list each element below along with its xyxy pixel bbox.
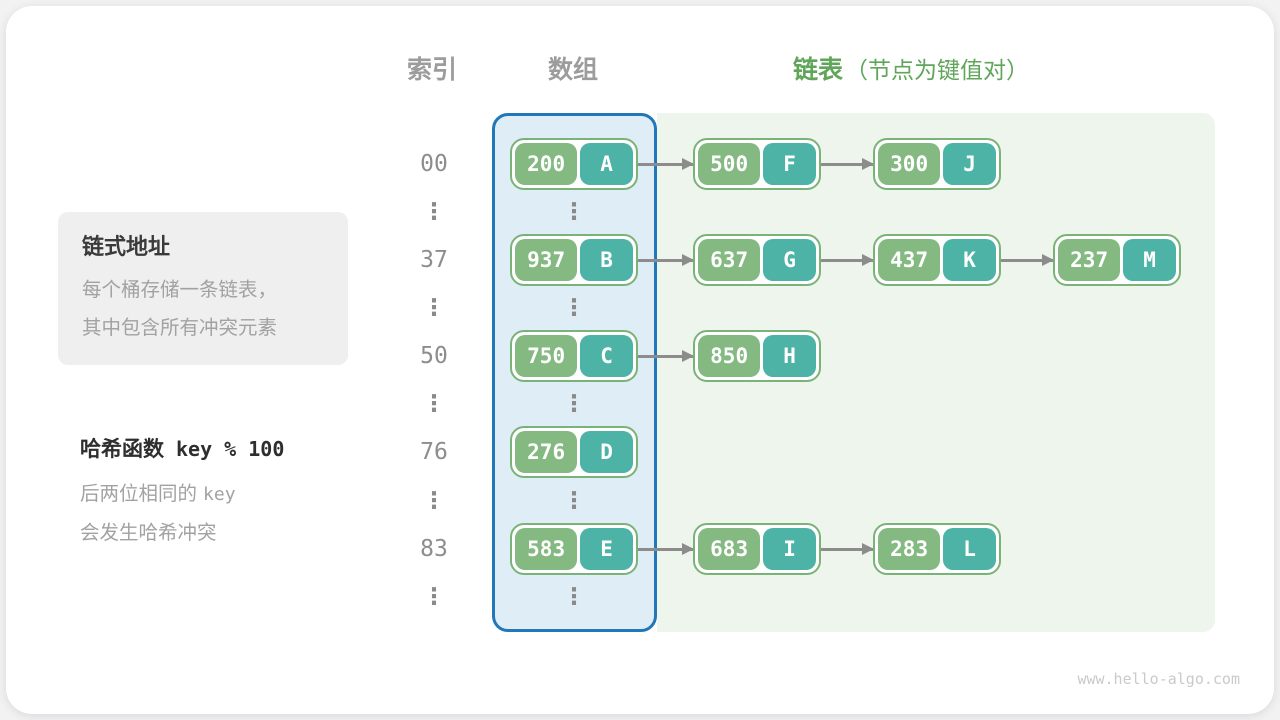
list-column-header: 链表（节点为键值对）	[793, 54, 1223, 86]
node-value: B	[580, 239, 633, 281]
hash-function-label: 哈希函数	[80, 437, 164, 461]
link-arrow-icon	[638, 354, 693, 358]
array-column-header: 数组	[547, 55, 598, 84]
bucket-index: 50	[420, 343, 448, 369]
list-node: 683 I	[693, 523, 821, 575]
link-arrow-icon	[638, 547, 693, 551]
node-value: M	[1123, 239, 1176, 281]
array-bucket-node: 583 E	[510, 523, 638, 575]
bucket-row: 76 276 D	[405, 426, 638, 478]
link-arrow-icon	[821, 547, 873, 551]
node-key: 200	[515, 143, 578, 185]
node-key: 583	[515, 528, 578, 570]
watermark: www.hello-algo.com	[1077, 670, 1240, 688]
hash-function-formula: key % 100	[176, 437, 285, 461]
link-arrow-icon	[1001, 258, 1053, 262]
node-key: 283	[878, 528, 941, 570]
link-arrow-icon	[638, 258, 693, 262]
vertical-ellipsis-icon: ⋮	[562, 391, 586, 417]
bucket-row: 37 937 B 637 G 437 K 237 M	[405, 234, 1181, 286]
hash-note-key-code: key	[203, 484, 236, 505]
info-box-line2: 其中包含所有冲突元素	[82, 316, 278, 339]
bucket-index: 37	[420, 247, 448, 273]
node-value: E	[580, 528, 633, 570]
array-bucket-node: 276 D	[510, 426, 638, 478]
index-column-header: 索引	[406, 55, 457, 84]
list-node: 850 H	[693, 330, 821, 382]
info-box-title: 链式地址	[82, 235, 171, 260]
array-bucket-node: 200 A	[510, 138, 638, 190]
node-key: 500	[698, 143, 761, 185]
node-key: 300	[878, 143, 941, 185]
link-arrow-icon	[638, 162, 693, 166]
vertical-ellipsis-icon: ⋮	[562, 584, 586, 610]
node-value: J	[943, 143, 996, 185]
node-value: K	[943, 239, 996, 281]
node-key: 937	[515, 239, 578, 281]
link-arrow-icon	[821, 162, 873, 166]
bucket-row: 00 200 A 500 F 300 J	[405, 138, 1001, 190]
node-value: F	[763, 143, 816, 185]
node-value: C	[580, 335, 633, 377]
node-key: 276	[515, 431, 578, 473]
list-header-note: （节点为键值对）	[845, 58, 1030, 84]
vertical-ellipsis-icon: ⋮	[562, 488, 586, 514]
vertical-ellipsis-icon: ⋮	[422, 391, 446, 417]
bucket-index: 76	[420, 439, 448, 465]
node-key: 637	[698, 239, 761, 281]
list-node: 637 G	[693, 234, 821, 286]
node-value: G	[763, 239, 816, 281]
list-node: 437 K	[873, 234, 1001, 286]
vertical-ellipsis-icon: ⋮	[422, 488, 446, 514]
link-arrow-icon	[821, 258, 873, 262]
node-value: L	[943, 528, 996, 570]
node-value: H	[763, 335, 816, 377]
array-bucket-node: 937 B	[510, 234, 638, 286]
hash-note-prefix: 后两位相同的	[80, 482, 198, 505]
node-key: 850	[698, 335, 761, 377]
node-key: 237	[1058, 239, 1121, 281]
array-bucket-node: 750 C	[510, 330, 638, 382]
node-key: 683	[698, 528, 761, 570]
hash-function-line: 哈希函数 key % 100	[80, 433, 400, 465]
info-box-line1: 每个桶存储一条链表，	[82, 278, 278, 301]
vertical-ellipsis-icon: ⋮	[562, 295, 586, 321]
node-key: 437	[878, 239, 941, 281]
chaining-info-box: 链式地址 每个桶存储一条链表， 其中包含所有冲突元素	[58, 212, 348, 365]
hash-note-line2: 会发生哈希冲突	[80, 521, 217, 544]
list-node: 300 J	[873, 138, 1001, 190]
bucket-index: 83	[420, 536, 448, 562]
node-value: D	[580, 431, 633, 473]
vertical-ellipsis-icon: ⋮	[422, 295, 446, 321]
bucket-index: 00	[420, 151, 448, 177]
bucket-row: 50 750 C 850 H	[405, 330, 821, 382]
bucket-row: 83 583 E 683 I 283 L	[405, 523, 1001, 575]
list-node: 500 F	[693, 138, 821, 190]
vertical-ellipsis-icon: ⋮	[422, 584, 446, 610]
list-header-label: 链表	[793, 55, 844, 84]
node-key: 750	[515, 335, 578, 377]
node-value: I	[763, 528, 816, 570]
node-value: A	[580, 143, 633, 185]
vertical-ellipsis-icon: ⋮	[422, 199, 446, 225]
vertical-ellipsis-icon: ⋮	[562, 199, 586, 225]
list-node: 283 L	[873, 523, 1001, 575]
list-node: 237 M	[1053, 234, 1181, 286]
